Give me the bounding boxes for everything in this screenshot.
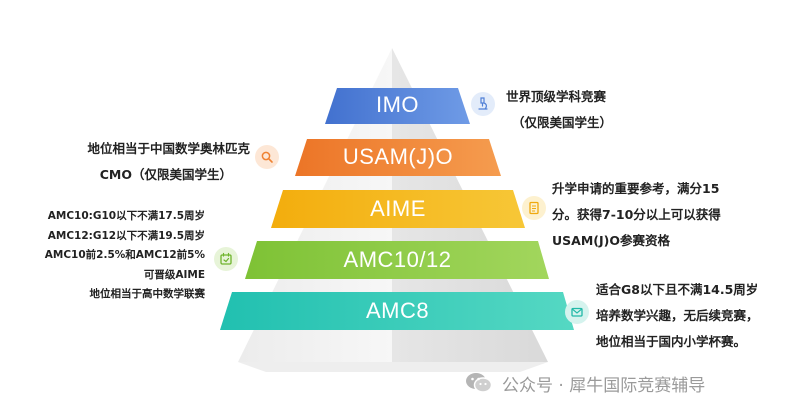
tier-label-imo: IMO [375,92,420,117]
desc-aime-line: 分。获得7-10分以上可以获得 [552,207,721,222]
microscope-icon [471,92,495,116]
pyramid-base-shadow [238,362,548,372]
band-amc8 [220,292,574,330]
desc-usamo-line: 地位相当于中国数学奥林匹克 [87,141,250,156]
desc-amc1012: AMC10:G10以下不满17.5周岁 AMC12:G12以下不满19.5周岁 … [10,207,205,305]
desc-amc1012-line: AMC10:G10以下不满17.5周岁 [47,210,205,222]
magnifier-icon [255,145,279,169]
desc-amc8: 适合G8以下且不满14.5周岁 培养数学兴趣，无后续竞赛， 地位相当于国内小学杯… [596,277,759,355]
tier-label-amc8: AMC8 [365,298,430,323]
desc-aime: 升学申请的重要参考，满分15 分。获得7-10分以上可以获得 USAM(J)O参… [552,176,721,254]
desc-imo-line: （仅限美国学生） [512,115,613,130]
wechat-icon [466,373,493,393]
desc-amc1012-line: 地位相当于高中数学联赛 [89,288,206,300]
band-aime [271,190,525,228]
desc-amc8-line: 地位相当于国内小学杯赛。 [596,334,747,349]
document-icon [522,196,546,220]
desc-aime-line: 升学申请的重要参考，满分15 [552,181,720,196]
watermark-text: 公众号 · 犀牛国际竞赛辅导 [502,375,706,396]
band-imo [325,88,470,124]
band-amc1012 [245,241,549,279]
desc-amc8-line: 适合G8以下且不满14.5周岁 [596,282,759,297]
band-usamo [295,139,501,176]
desc-imo: 世界顶级学科竞赛 （仅限美国学生） [506,84,612,136]
mail-icon [565,300,589,324]
desc-imo-line: 世界顶级学科竞赛 [506,89,607,104]
desc-usamo-line: CMO（仅限美国学生） [99,167,232,182]
calendar-icon [214,247,238,271]
desc-aime-line: USAM(J)O参赛资格 [552,233,670,248]
desc-amc1012-line: AMC10前2.5%和AMC12前5% [44,249,205,261]
tier-label-amc1012: AMC10/12 [343,247,452,272]
tier-label-aime: AIME [370,196,426,221]
desc-amc1012-line: 可晋级AIME [143,268,205,281]
desc-amc8-line: 培养数学兴趣，无后续竞赛， [596,308,759,323]
desc-usamo: 地位相当于中国数学奥林匹克 CMO（仅限美国学生） [20,136,250,188]
desc-amc1012-line: AMC12:G12以下不满19.5周岁 [47,229,205,242]
tier-label-usamo: USAM(J)O [342,144,454,169]
watermark: 公众号 · 犀牛国际竞赛辅导 [464,366,705,400]
